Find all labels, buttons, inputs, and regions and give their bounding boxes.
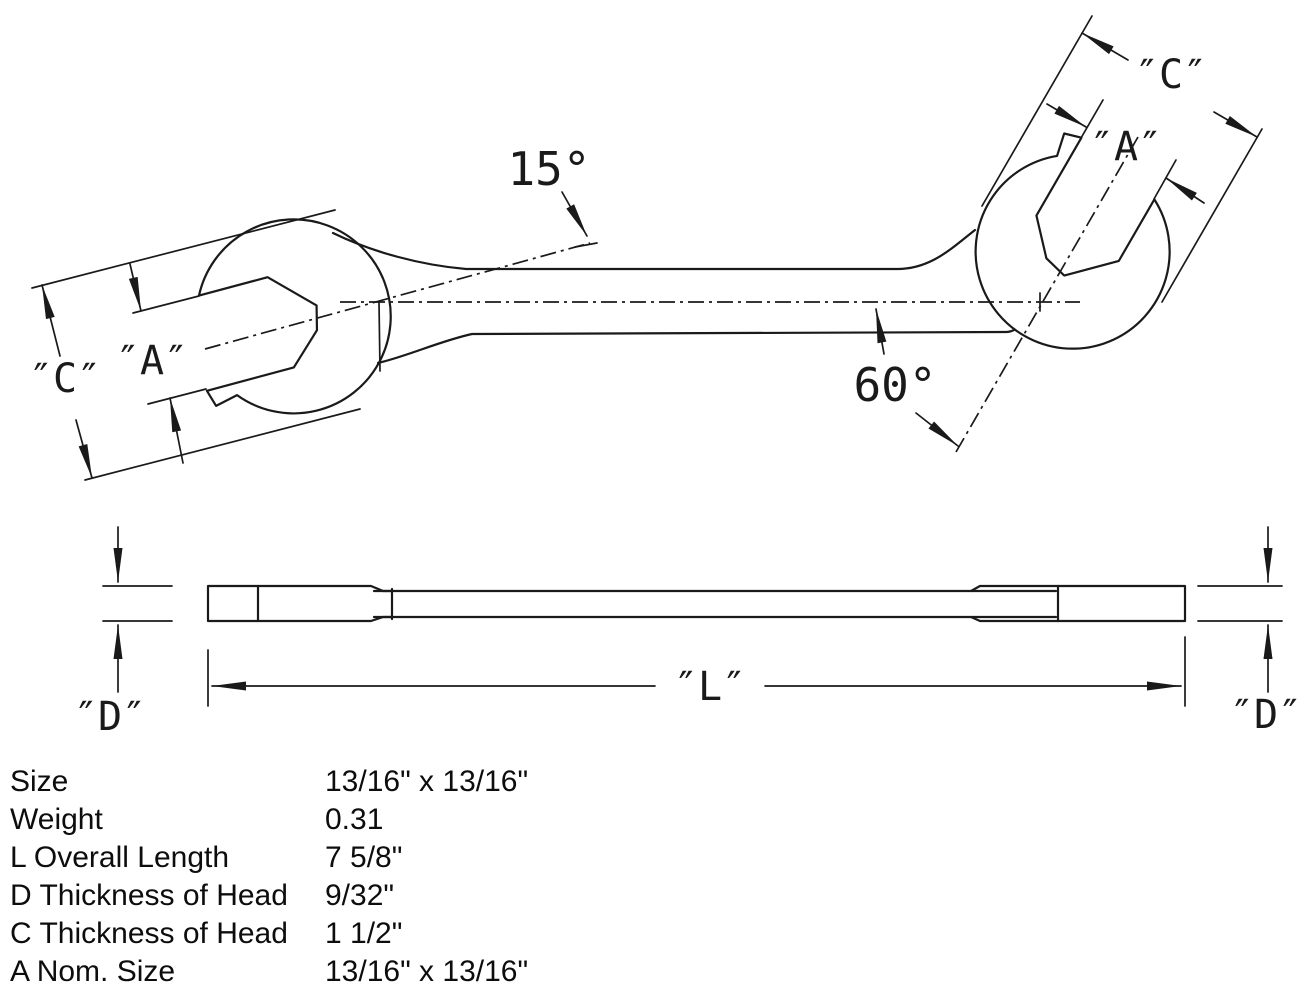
handle-bottom-edge (376, 328, 1016, 365)
right-jaw-axis-60deg (955, 136, 1139, 453)
plan-view: ″C″ ″A″ 15° 60° ″A″ ″C″ (29, 15, 1263, 481)
side-view-outline (206, 584, 1187, 623)
c-dim-arrow-right (1213, 111, 1258, 138)
c-ext-line-right (1161, 128, 1263, 303)
overall-length-label: ″L″ (674, 664, 746, 710)
left-head-c-label: ″C″ (29, 356, 101, 402)
centerlines (204, 136, 1139, 453)
a-dim-arrow-upper (128, 263, 142, 312)
spec-value: 13/16" x 13/16" (325, 765, 529, 798)
c-ext-line-left (981, 15, 1093, 207)
head-thickness-label-right: ″D″ (1230, 692, 1302, 738)
c-dim-arrow-lower (75, 419, 93, 479)
spec-value: 13/16" x 13/16" (325, 955, 529, 988)
specification-table: Size 13/16" x 13/16" Weight 0.31 L Overa… (10, 763, 910, 991)
a-dim-arrow-right (1165, 177, 1205, 204)
side-view-labels: ″L″ ″D″ ″D″ (74, 664, 1302, 740)
angle-60-leader-to-centerline (875, 308, 887, 355)
a-dim-arrow-lower (169, 397, 184, 464)
spec-value: 9/32" (325, 879, 395, 912)
d-dimension-right (1197, 526, 1283, 693)
left-head-dimensions (31, 209, 361, 481)
wrench-technical-drawing: ″C″ ″A″ 15° 60° ″A″ ″C″ (29, 15, 1302, 740)
spec-value: 0.31 (325, 803, 384, 836)
jaw-axis-end-tick (574, 242, 598, 248)
table-row: Size 13/16" x 13/16" (10, 763, 910, 801)
angle-60-label: 60° (853, 358, 936, 412)
a-ext-line-upper-jaw (1080, 99, 1104, 139)
handle-top-edge (331, 228, 977, 271)
a-ext-line-lower-jaw (147, 388, 207, 405)
head-thickness-label-left: ″D″ (74, 694, 146, 740)
angle-60-leader-to-jaw-axis (915, 412, 959, 447)
c-ext-line-top (31, 209, 336, 289)
l-dimension (207, 636, 1186, 707)
side-view: ″L″ ″D″ ″D″ (74, 526, 1302, 740)
a-ext-line-upper-jaw (132, 295, 200, 314)
left-head-neck-chord (378, 301, 381, 372)
d-dimension-left (102, 526, 173, 693)
table-row: A Nom. Size 13/16" x 13/16" (10, 953, 910, 991)
spec-value: 7 5/8" (325, 841, 403, 874)
spec-label: Size (10, 765, 69, 798)
right-head-profile (969, 584, 1187, 623)
table-row: D Thickness of Head 9/32" (10, 877, 910, 915)
right-head-a-label: ″A″ (1090, 124, 1162, 170)
angle-15-label: 15° (507, 142, 590, 196)
right-open-end-head (974, 132, 1171, 350)
a-dim-arrow-left (1046, 103, 1087, 128)
table-row: Weight 0.31 (10, 801, 910, 839)
spec-label: Weight (10, 803, 103, 836)
c-dim-arrow-left (1081, 32, 1129, 61)
left-open-end-head (197, 218, 392, 415)
wrench-body-outline (197, 132, 1171, 415)
table-row: C Thickness of Head 1 1/2" (10, 915, 910, 953)
left-head-a-label: ″A″ (116, 338, 188, 384)
right-head-c-label: ″C″ (1135, 52, 1207, 98)
angle-callouts (561, 191, 959, 447)
spec-label: D Thickness of Head (10, 879, 288, 912)
spec-label: A Nom. Size (10, 955, 176, 988)
spec-label: L Overall Length (10, 841, 230, 874)
left-head-profile (206, 584, 394, 623)
c-dim-arrow-upper (41, 284, 61, 357)
spec-value: 1 1/2" (325, 917, 403, 950)
plan-view-labels: ″C″ ″A″ 15° 60° ″A″ ″C″ (29, 52, 1207, 412)
right-head-dimensions (981, 15, 1263, 303)
left-jaw-axis-15deg (204, 242, 591, 350)
a-ext-line-lower-jaw (1153, 159, 1177, 200)
table-row: L Overall Length 7 5/8" (10, 839, 910, 877)
angle-15-leader (561, 191, 588, 237)
c-ext-line-bottom (84, 408, 361, 481)
spec-label: C Thickness of Head (10, 917, 288, 950)
